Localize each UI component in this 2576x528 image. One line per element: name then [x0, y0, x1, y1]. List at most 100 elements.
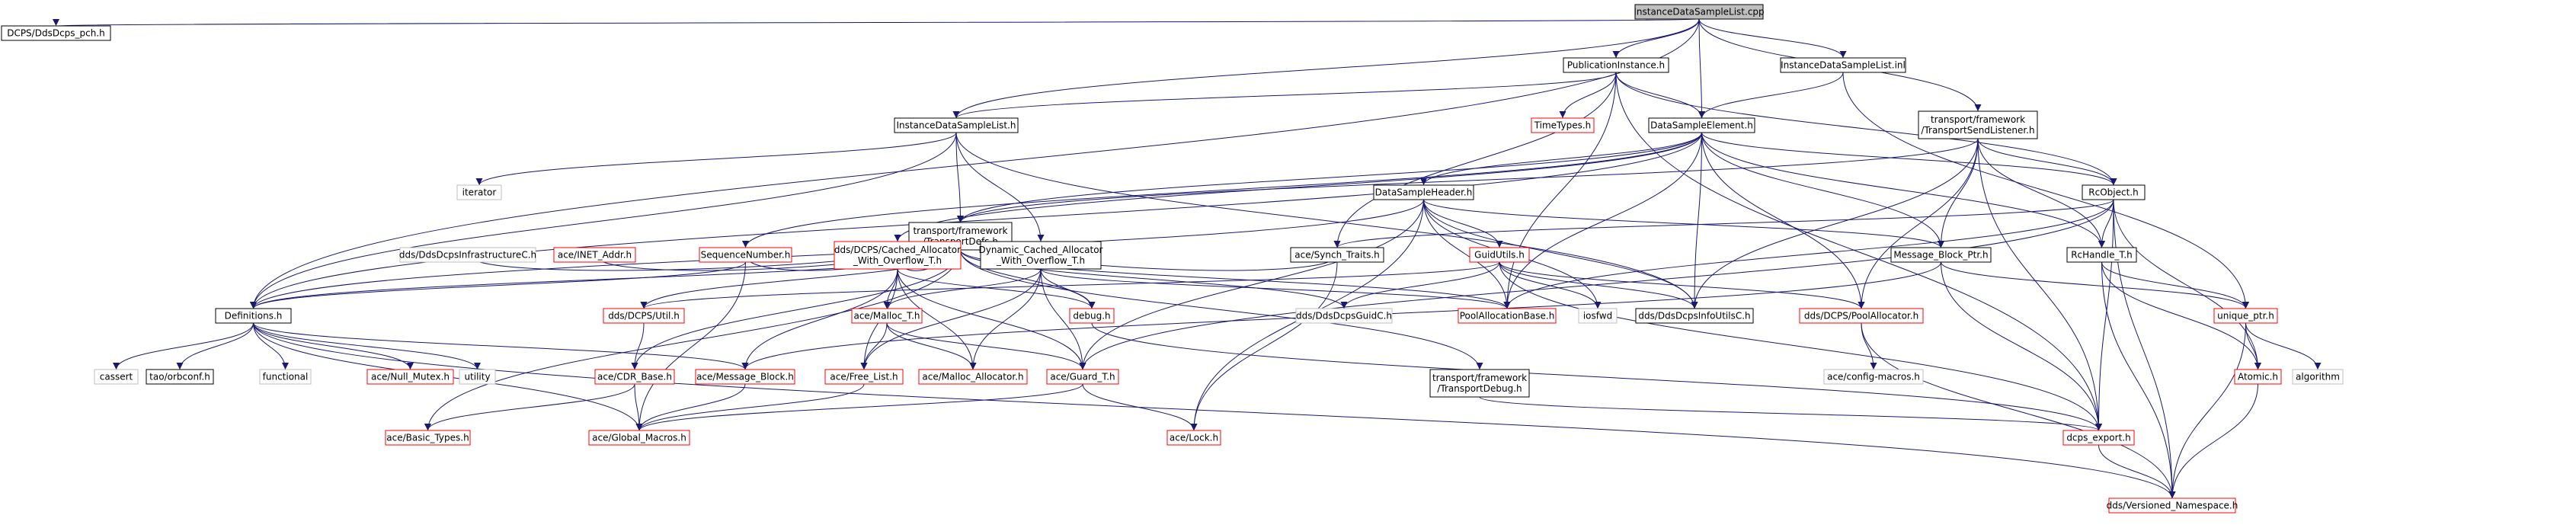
node-box-unique_ptr	[2213, 308, 2278, 324]
edge-data_sample_element-to-transport_defs	[957, 132, 1702, 223]
node-box-functional	[259, 369, 312, 385]
node-box-rc_object	[2082, 184, 2146, 200]
edge-message_block-to-global_macros	[635, 383, 746, 431]
edge-unique_ptr-to-algorithm	[2245, 322, 2322, 370]
edge-publication_instance-to-data_sample_element	[1615, 72, 1705, 119]
node-box-debug_h	[1069, 308, 1115, 324]
edge-rc_object-to-pool_allocation_base	[1503, 199, 2114, 309]
node-box-transport_debug	[1429, 369, 1530, 398]
node-sequence_number[interactable]: SequenceNumber.h	[699, 247, 792, 263]
edge-debug_h-to-dcps_export	[1091, 322, 2102, 431]
node-instance_list_inl[interactable]: InstanceDataSampleList.inl	[1780, 57, 1906, 73]
edge-data_sample_element-to-data_sample_header	[1420, 132, 1702, 186]
edges-layer	[56, 18, 2322, 499]
node-iosfwd[interactable]: iosfwd	[1578, 308, 1618, 324]
node-dynamic_cached_allocator[interactable]: Dynamic_Cached_Allocator_With_Overflow_T…	[978, 241, 1103, 270]
node-box-iterator	[456, 184, 502, 200]
node-box-basic_types	[385, 430, 471, 446]
edge-atomic-to-versioned_namespace	[2168, 383, 2258, 499]
edge-free_list-to-global_macros	[635, 383, 865, 431]
node-guard_t[interactable]: ace/Guard_T.h	[1046, 369, 1119, 385]
edge-transport_defs-to-cdr_base	[631, 249, 961, 370]
node-dds_dcps_guid[interactable]: dds/DdsDcpsGuidC.h	[1295, 308, 1393, 324]
node-basic_types[interactable]: ace/Basic_Types.h	[385, 430, 471, 446]
edge-guid_utils-to-dcps_util	[640, 261, 1500, 309]
node-cached_allocator[interactable]: dds/DCPS/Cached_Allocator_With_Overflow_…	[834, 241, 962, 270]
edge-transport_send_listener-to-message_block_ptr	[1938, 138, 1979, 248]
node-definitions[interactable]: Definitions.h	[215, 308, 292, 324]
node-algorithm[interactable]: algorithm	[2292, 369, 2344, 385]
edge-definitions-to-null_mutex	[253, 322, 414, 370]
node-label-dds_dcps_guid: dds/DdsDcpsGuidC.h	[1296, 311, 1392, 322]
node-box-rc_handle	[2066, 247, 2137, 263]
edge-transport_send_listener-to-rc_handle	[1977, 138, 2105, 248]
node-data_sample_header[interactable]: DataSampleHeader.h	[1373, 184, 1474, 200]
node-transport_send_listener[interactable]: transport/framework/TransportSendListene…	[1918, 110, 2038, 139]
node-publication_instance[interactable]: PublicationInstance.h	[1563, 57, 1669, 73]
node-versioned_namespace[interactable]: dds/Versioned_Namespace.h	[2107, 498, 2238, 514]
node-malloc_allocator[interactable]: ace/Malloc_Allocator.h	[918, 369, 1028, 385]
node-rc_object[interactable]: RcObject.h	[2082, 184, 2146, 200]
node-cdr_base[interactable]: ace/CDR_Base.h	[594, 369, 675, 385]
node-time_types[interactable]: TimeTypes.h	[1531, 117, 1595, 133]
node-root[interactable]: InstanceDataSampleList.cpp	[1634, 4, 1765, 20]
node-label-dcps_export: dcps_export.h	[2066, 433, 2130, 443]
node-box-instance_list_inl	[1780, 57, 1906, 73]
edge-definitions-to-orbconf	[176, 322, 254, 370]
node-box-dcps_util	[603, 308, 685, 324]
node-pool_allocation_base[interactable]: PoolAllocationBase.h	[1458, 308, 1557, 324]
node-debug_h[interactable]: debug.h	[1069, 308, 1115, 324]
node-data_sample_element[interactable]: DataSampleElement.h	[1648, 117, 1755, 133]
node-iterator[interactable]: iterator	[456, 184, 502, 200]
edge-data_sample_header-to-guid_utils	[1423, 199, 1503, 248]
node-config_macros[interactable]: ace/config-macros.h	[1823, 369, 1924, 385]
node-orbconf[interactable]: tao/orbconf.h	[146, 369, 214, 385]
node-label-rc_object: RcObject.h	[2088, 187, 2138, 198]
node-box-cached_allocator	[834, 241, 962, 270]
node-dcps_util[interactable]: dds/DCPS/Util.h	[603, 308, 685, 324]
node-atomic[interactable]: Atomic.h	[2234, 369, 2282, 385]
node-functional[interactable]: functional	[259, 369, 312, 385]
node-guid_utils[interactable]: GuidUtils.h	[1469, 247, 1530, 263]
edge-definitions-to-cassert	[113, 322, 254, 370]
node-box-guard_t	[1046, 369, 1119, 385]
edge-instance_list_h-to-iterator	[475, 132, 957, 186]
node-cassert[interactable]: cassert	[94, 369, 139, 385]
node-null_mutex[interactable]: ace/Null_Mutex.h	[366, 369, 454, 385]
node-dcps_export[interactable]: dcps_export.h	[2062, 430, 2135, 446]
node-box-versioned_namespace	[2108, 498, 2236, 514]
node-synch_traits[interactable]: ace/Synch_Traits.h	[1290, 247, 1384, 263]
node-message_block[interactable]: ace/Message_Block.h	[695, 369, 795, 385]
node-malloc_t[interactable]: ace/Malloc_T.h	[851, 308, 923, 324]
node-box-lock	[1166, 430, 1221, 446]
edge-dynamic_cached_allocator-to-pool_allocation_base	[1040, 268, 1511, 309]
node-label-free_list: ace/Free_List.h	[830, 372, 898, 382]
edge-instance_list_inl-to-unique_ptr	[1842, 72, 2249, 309]
node-dds_dcps_infra[interactable]: dds/DdsDcpsInfrastructureC.h	[399, 247, 536, 263]
edge-data_sample_element-to-rc_handle	[1701, 132, 2105, 248]
node-dcps_pch[interactable]: DCPS/DdsDcps_pch.h	[1, 25, 111, 41]
node-message_block_ptr[interactable]: Message_Block_Ptr.h	[1890, 247, 1992, 263]
node-box-dcps_pch	[1, 25, 111, 41]
node-box-utility	[459, 369, 496, 385]
node-free_list[interactable]: ace/Free_List.h	[824, 369, 904, 385]
edge-data_sample_element-to-cached_allocator	[894, 132, 1702, 242]
edge-transport_send_listener-to-dds_dcps_info_utils	[1691, 138, 1979, 309]
node-transport_debug[interactable]: transport/framework/TransportDebug.h	[1429, 369, 1530, 398]
node-label-functional: functional	[263, 372, 309, 382]
node-pool_allocator[interactable]: dds/DCPS/PoolAllocator.h	[1799, 308, 1924, 324]
node-global_macros[interactable]: ace/Global_Macros.h	[588, 430, 690, 446]
node-rc_handle[interactable]: RcHandle_T.h	[2066, 247, 2137, 263]
edge-definitions-to-versioned_namespace	[253, 322, 2176, 499]
edge-rc_handle-to-unique_ptr	[2101, 261, 2249, 309]
node-box-data_sample_header	[1373, 184, 1474, 200]
node-label-debug_h: debug.h	[1073, 311, 1110, 322]
node-inet_addr[interactable]: ace/INET_Addr.h	[553, 247, 636, 263]
node-lock[interactable]: ace/Lock.h	[1166, 430, 1221, 446]
node-unique_ptr[interactable]: unique_ptr.h	[2213, 308, 2278, 324]
node-label-config_macros: ace/config-macros.h	[1827, 372, 1920, 382]
node-dds_dcps_info_utils[interactable]: dds/DdsDcpsInfoUtilsC.h	[1635, 308, 1754, 324]
node-label-pool_allocator: dds/DCPS/PoolAllocator.h	[1804, 311, 1918, 322]
node-utility[interactable]: utility	[459, 369, 496, 385]
node-instance_list_h[interactable]: InstanceDataSampleList.h	[894, 117, 1019, 133]
